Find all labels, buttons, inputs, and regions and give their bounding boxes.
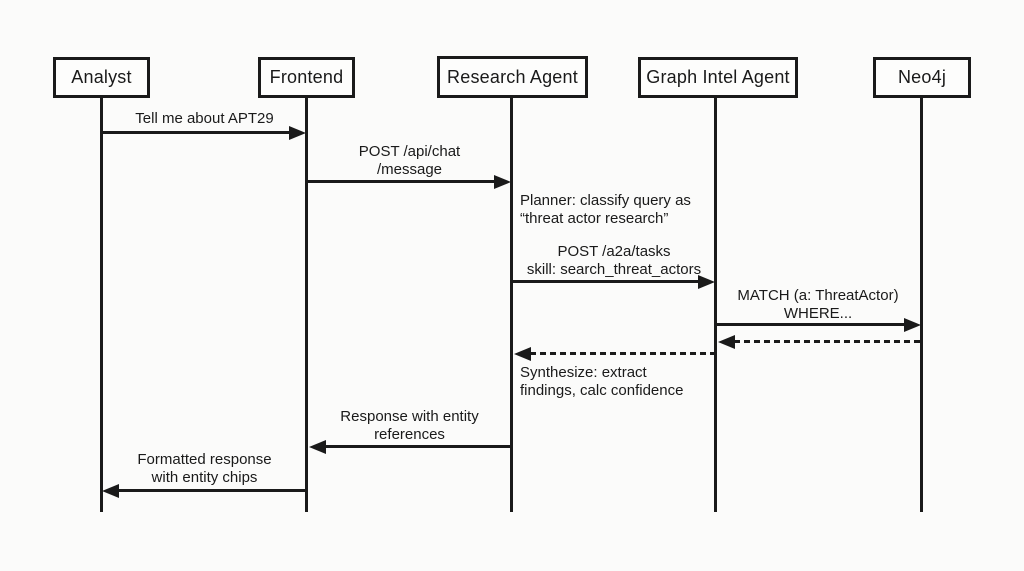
message-arrow-research-agent-to-graph-intel-agent xyxy=(513,274,715,289)
participant-box-research-agent: Research Agent xyxy=(437,56,588,98)
lifeline-graph-intel-agent xyxy=(714,97,717,512)
message-arrow-frontend-to-analyst xyxy=(102,483,306,498)
arrowhead-right-icon xyxy=(904,317,921,332)
message-arrow-graph-intel-agent-to-neo4j xyxy=(717,317,921,332)
participant-label-analyst: Analyst xyxy=(71,67,132,87)
lifeline-neo4j xyxy=(920,98,923,512)
participant-label-neo4j: Neo4j xyxy=(897,67,947,87)
lifeline-analyst xyxy=(100,98,103,512)
participant-box-analyst: Analyst xyxy=(53,57,150,98)
arrowhead-left-icon xyxy=(102,483,119,498)
note-synthesize-findings: Synthesize: extract findings, calc confi… xyxy=(520,364,684,399)
message-label-match-threatactor: MATCH (a: ThreatActor) WHERE... xyxy=(737,287,899,322)
arrowhead-right-icon xyxy=(698,274,715,289)
message-label-formatted-response-entity-chips: Formatted response with entity chips xyxy=(137,451,272,486)
participant-label-graph-intel-agent: Graph Intel Agent xyxy=(646,67,790,87)
arrowhead-right-icon xyxy=(289,125,306,140)
note-planner-classify-query: Planner: classify query as “threat actor… xyxy=(520,192,691,227)
message-label-post-api-chat: POST /api/chat /message xyxy=(358,143,461,178)
message-arrow-analyst-to-frontend xyxy=(103,125,306,140)
message-arrow-neo4j-return-to-graph-intel-agent xyxy=(718,334,921,349)
participant-box-neo4j: Neo4j xyxy=(873,57,971,98)
message-arrow-graph-intel-agent-return-to-research-agent xyxy=(514,346,715,361)
participant-label-research-agent: Research Agent xyxy=(447,66,578,87)
message-label-response-entity-references: Response with entity references xyxy=(340,408,479,443)
message-label-post-a2a-tasks: POST /a2a/tasks skill: search_threat_act… xyxy=(526,243,702,278)
participant-label-frontend: Frontend xyxy=(269,67,344,87)
arrowhead-left-icon xyxy=(514,346,531,361)
arrowhead-left-icon xyxy=(718,334,735,349)
lifeline-research-agent xyxy=(510,98,513,512)
message-label-tell-me-about-apt29: Tell me about APT29 xyxy=(135,110,274,127)
participant-box-frontend: Frontend xyxy=(258,57,355,98)
arrowhead-right-icon xyxy=(494,174,511,189)
lifeline-frontend xyxy=(305,98,308,512)
message-arrow-research-agent-to-frontend xyxy=(309,439,511,454)
arrowhead-left-icon xyxy=(309,439,326,454)
message-arrow-frontend-to-research-agent xyxy=(308,174,511,189)
participant-box-graph-intel-agent: Graph Intel Agent xyxy=(638,57,798,98)
